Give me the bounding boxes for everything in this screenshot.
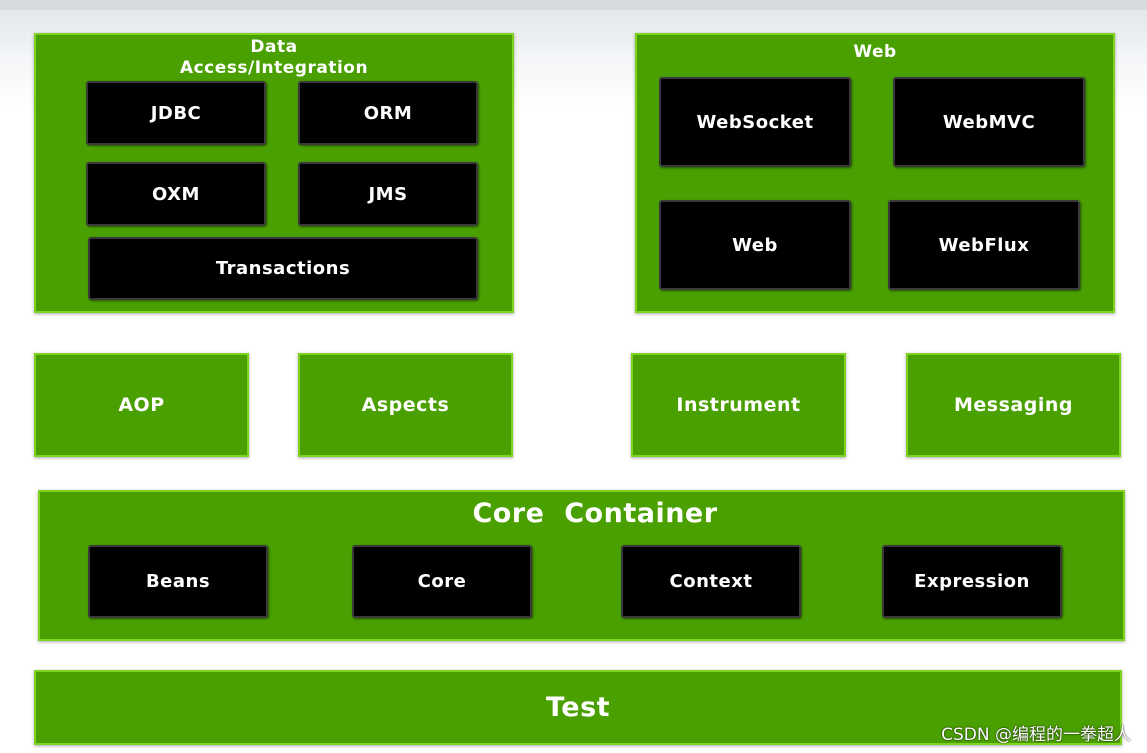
beans-component: Beans bbox=[88, 545, 268, 618]
oxm-component: OXM bbox=[86, 162, 266, 226]
transactions-component: Transactions bbox=[88, 237, 478, 300]
context-component: Context bbox=[621, 545, 801, 618]
csdn-watermark: CSDN @编程的一拳超人 bbox=[941, 725, 1131, 745]
webmvc-component: WebMVC bbox=[893, 77, 1085, 167]
data-access-title-line1: Data bbox=[250, 37, 298, 57]
instrument-module: Instrument bbox=[631, 353, 846, 457]
orm-component: ORM bbox=[298, 81, 478, 145]
web-title: Web bbox=[853, 42, 897, 62]
top-bar bbox=[0, 0, 1147, 10]
webflux-component: WebFlux bbox=[888, 200, 1080, 290]
core-component: Core bbox=[352, 545, 532, 618]
data-access-title-line2: Access/Integration bbox=[179, 58, 369, 78]
messaging-module: Messaging bbox=[906, 353, 1121, 457]
data-access-title: Data Access/Integration bbox=[36, 37, 512, 79]
jms-component: JMS bbox=[298, 162, 478, 226]
web-component: Web bbox=[659, 200, 851, 290]
aop-module: AOP bbox=[34, 353, 249, 457]
aspects-module: Aspects bbox=[298, 353, 513, 457]
test-module: Test bbox=[34, 670, 1122, 745]
expression-component: Expression bbox=[882, 545, 1062, 618]
jdbc-component: JDBC bbox=[86, 81, 266, 145]
websocket-component: WebSocket bbox=[659, 77, 851, 167]
core-container-title: Core Container bbox=[472, 498, 718, 529]
